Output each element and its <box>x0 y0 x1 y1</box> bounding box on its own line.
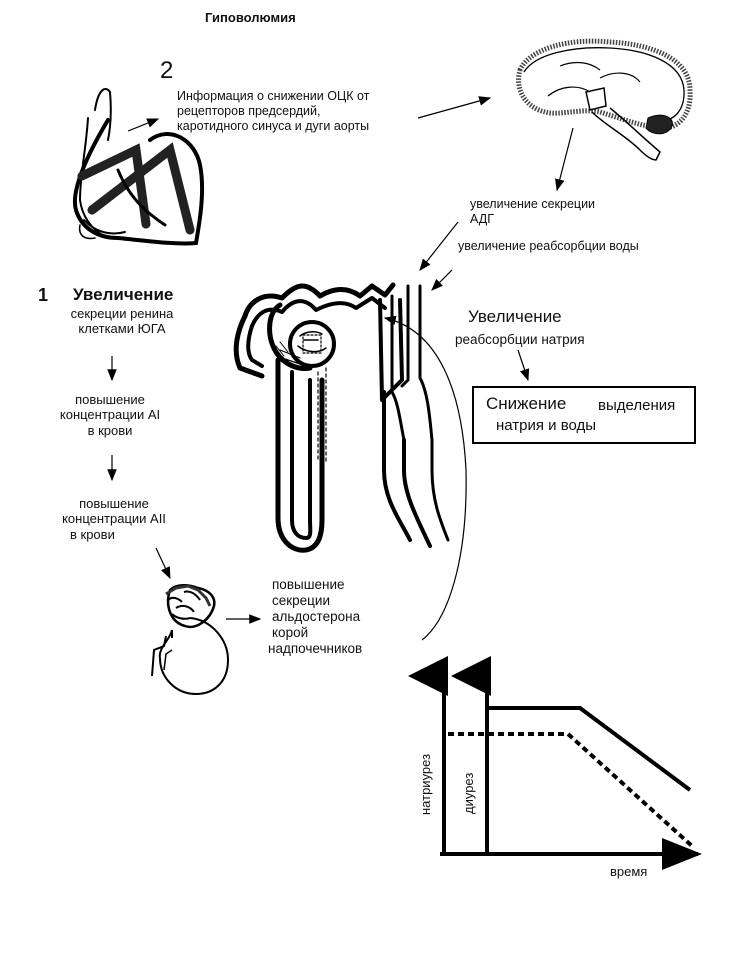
heart-icon <box>72 88 205 246</box>
receptor-info-line: каротидного синуса и дуги аорты <box>177 118 370 133</box>
aldosterone-line: альдостерона <box>272 608 361 624</box>
receptor-info-line: рецепторов предсердий, <box>177 103 321 118</box>
aldosterone-step: повышение секреции альдостерона корой на… <box>268 577 362 657</box>
renin-text: секреции ренина клетками ЮГА <box>60 306 176 337</box>
aldosterone-line: секреции <box>272 592 330 608</box>
result-word-excretion: выделения <box>598 397 676 414</box>
graph-label-time: время <box>610 864 648 879</box>
result-word-decrease: Снижение <box>486 394 567 413</box>
flow-arrows <box>107 96 574 641</box>
a2-line: повышение <box>79 496 149 511</box>
step-1-number: 1 <box>38 285 49 305</box>
brain-icon <box>516 38 693 161</box>
receptor-info-line: Информация о снижении ОЦК от <box>177 89 370 103</box>
aldosterone-line: повышение <box>272 577 345 592</box>
angiotensin-2-step: повышение концентрации AII в крови <box>44 496 184 542</box>
a1-line: повышение <box>75 392 145 407</box>
adrenal-kidney-icon <box>151 584 230 696</box>
graph-dashed-line <box>448 732 694 848</box>
nephron-icon <box>233 282 450 553</box>
a1-line: в крови <box>87 422 133 438</box>
receptor-info: Информация о снижении ОЦК от рецепторов … <box>177 89 369 133</box>
step-2-number: 2 <box>160 57 174 84</box>
renin-heading: Увеличение <box>73 285 174 304</box>
graph-label-natriuresis: натриурез <box>418 753 433 815</box>
angiotensin-1-step: повышение концентрации AI в крови <box>40 392 180 438</box>
page-title: Гиповолюмия <box>205 10 296 25</box>
sodium-reabsorption: реабсорбции натрия <box>455 332 585 347</box>
a2-line: концентрации AII <box>62 511 166 527</box>
a2-line: в крови <box>70 526 115 542</box>
result-box <box>472 386 696 444</box>
graph-label-diuresis: диурез <box>461 772 476 814</box>
aldosterone-line: надпочечников <box>268 640 363 656</box>
renin-line: секреции ренина <box>70 306 174 321</box>
water-reabsorption: увеличение реабсорбции воды <box>458 239 639 253</box>
renin-line: клетками ЮГА <box>78 321 166 337</box>
graph-solid-line <box>489 706 692 792</box>
adh-secretion-line2: АДГ <box>470 211 494 226</box>
adh-secretion: увеличение секреции АДГ <box>470 197 595 227</box>
adh-secretion-line1: увеличение секреции <box>470 197 596 211</box>
aldosterone-line: корой <box>272 624 309 640</box>
sodium-heading: Увеличение <box>468 307 562 326</box>
result-line-2: натрия и воды <box>496 417 597 434</box>
natriuresis-diuresis-graph <box>408 656 702 870</box>
a1-line: концентрации AI <box>59 407 161 423</box>
